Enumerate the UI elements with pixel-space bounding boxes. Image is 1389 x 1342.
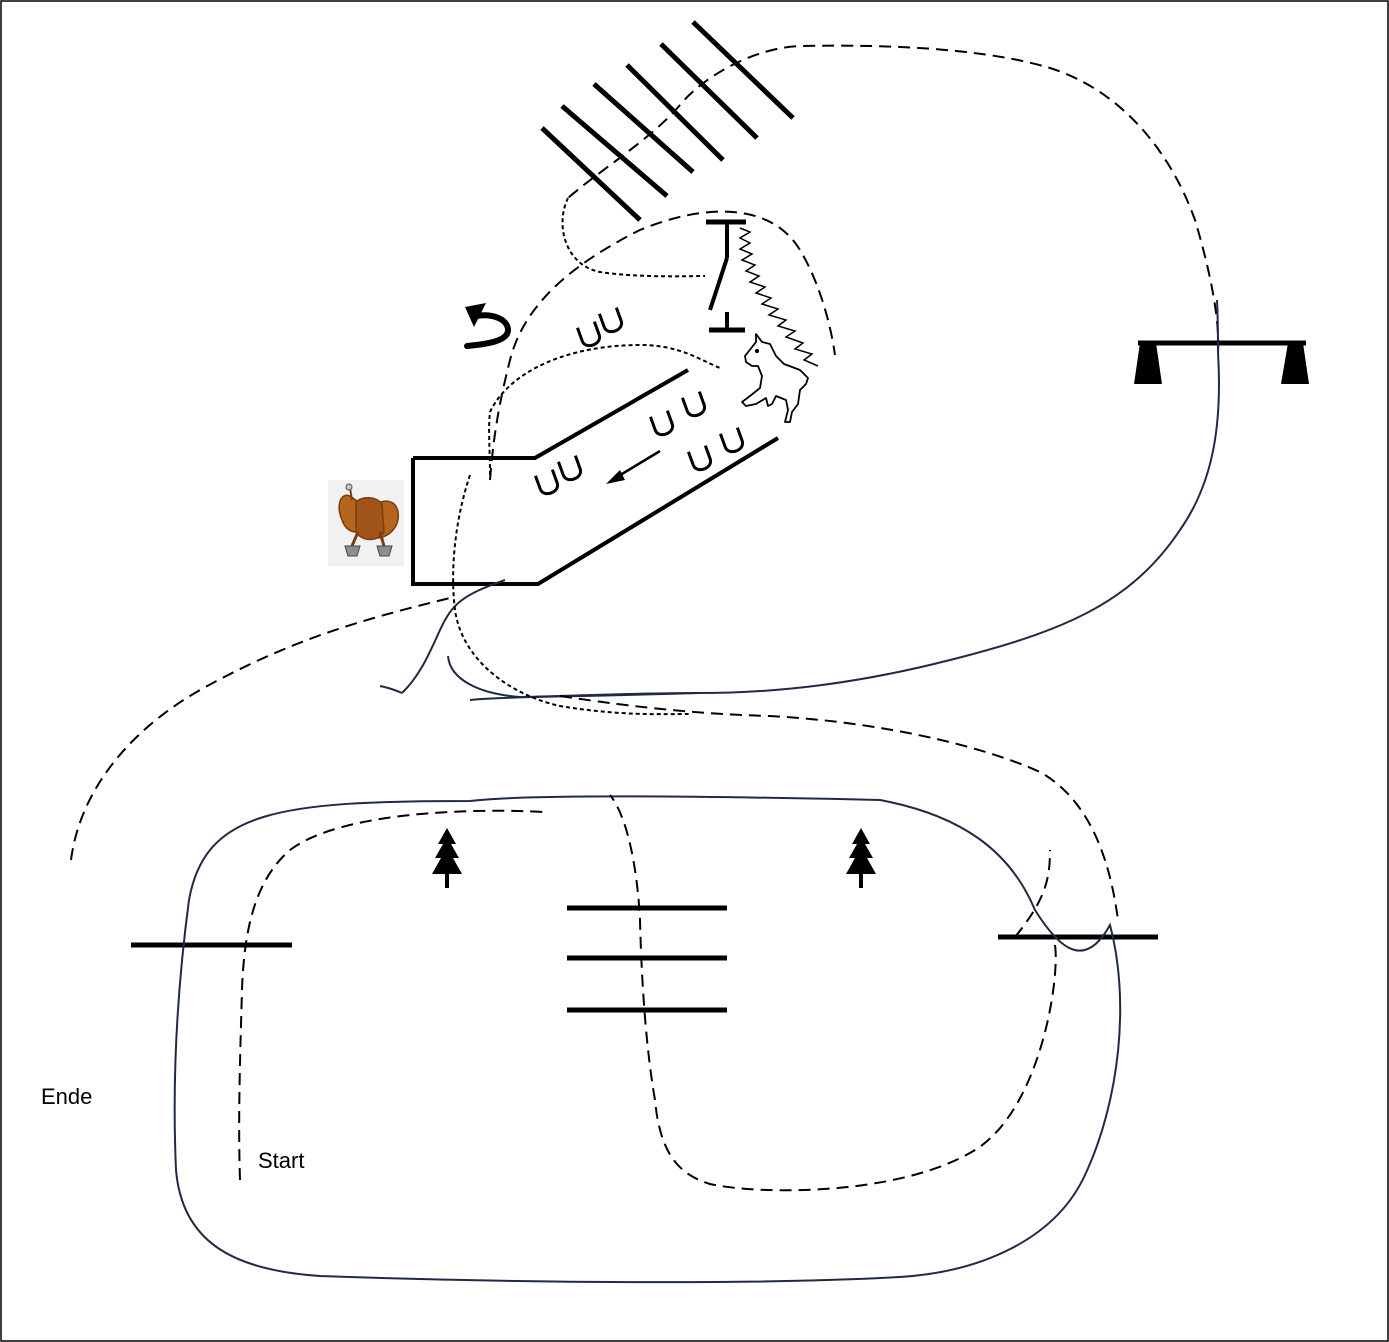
horse-icon (741, 333, 809, 423)
route-dotted (452, 197, 721, 716)
route-dashed (70, 44, 1220, 1192)
tree-icon (846, 828, 876, 888)
horseshoe-icon (649, 410, 675, 437)
route-solid-bottom-loop (379, 685, 403, 694)
horseshoe-icon (598, 307, 624, 334)
horseshoe-icon (719, 427, 745, 454)
corridor-obstacle (411, 368, 780, 586)
saddle-icon (328, 480, 404, 566)
horseshoe-icon (534, 469, 560, 496)
horseshoe-icon (557, 455, 583, 482)
tree-icon (432, 828, 462, 888)
ground-poles (131, 905, 1158, 1013)
gate-rope (738, 227, 819, 367)
gate-obstacle (706, 219, 819, 367)
route-solid-lower-loop (401, 579, 506, 694)
horseshoe-icon (576, 321, 602, 348)
end-label: Ende (41, 1084, 93, 1109)
horseshoe-icon (681, 391, 707, 418)
direction-arrow-icon (606, 449, 661, 484)
horseshoes-group (534, 307, 745, 496)
horseshoe-icon (687, 445, 713, 472)
diagonal-poles (540, 20, 795, 222)
route-solid-outer-loop (447, 655, 701, 699)
route-solid-connector (1216, 299, 1219, 353)
start-label: Start (258, 1148, 305, 1173)
turn-arrow-icon (464, 303, 512, 349)
route-solid-main (173, 351, 1220, 1284)
bridge-obstacle (1134, 340, 1309, 384)
